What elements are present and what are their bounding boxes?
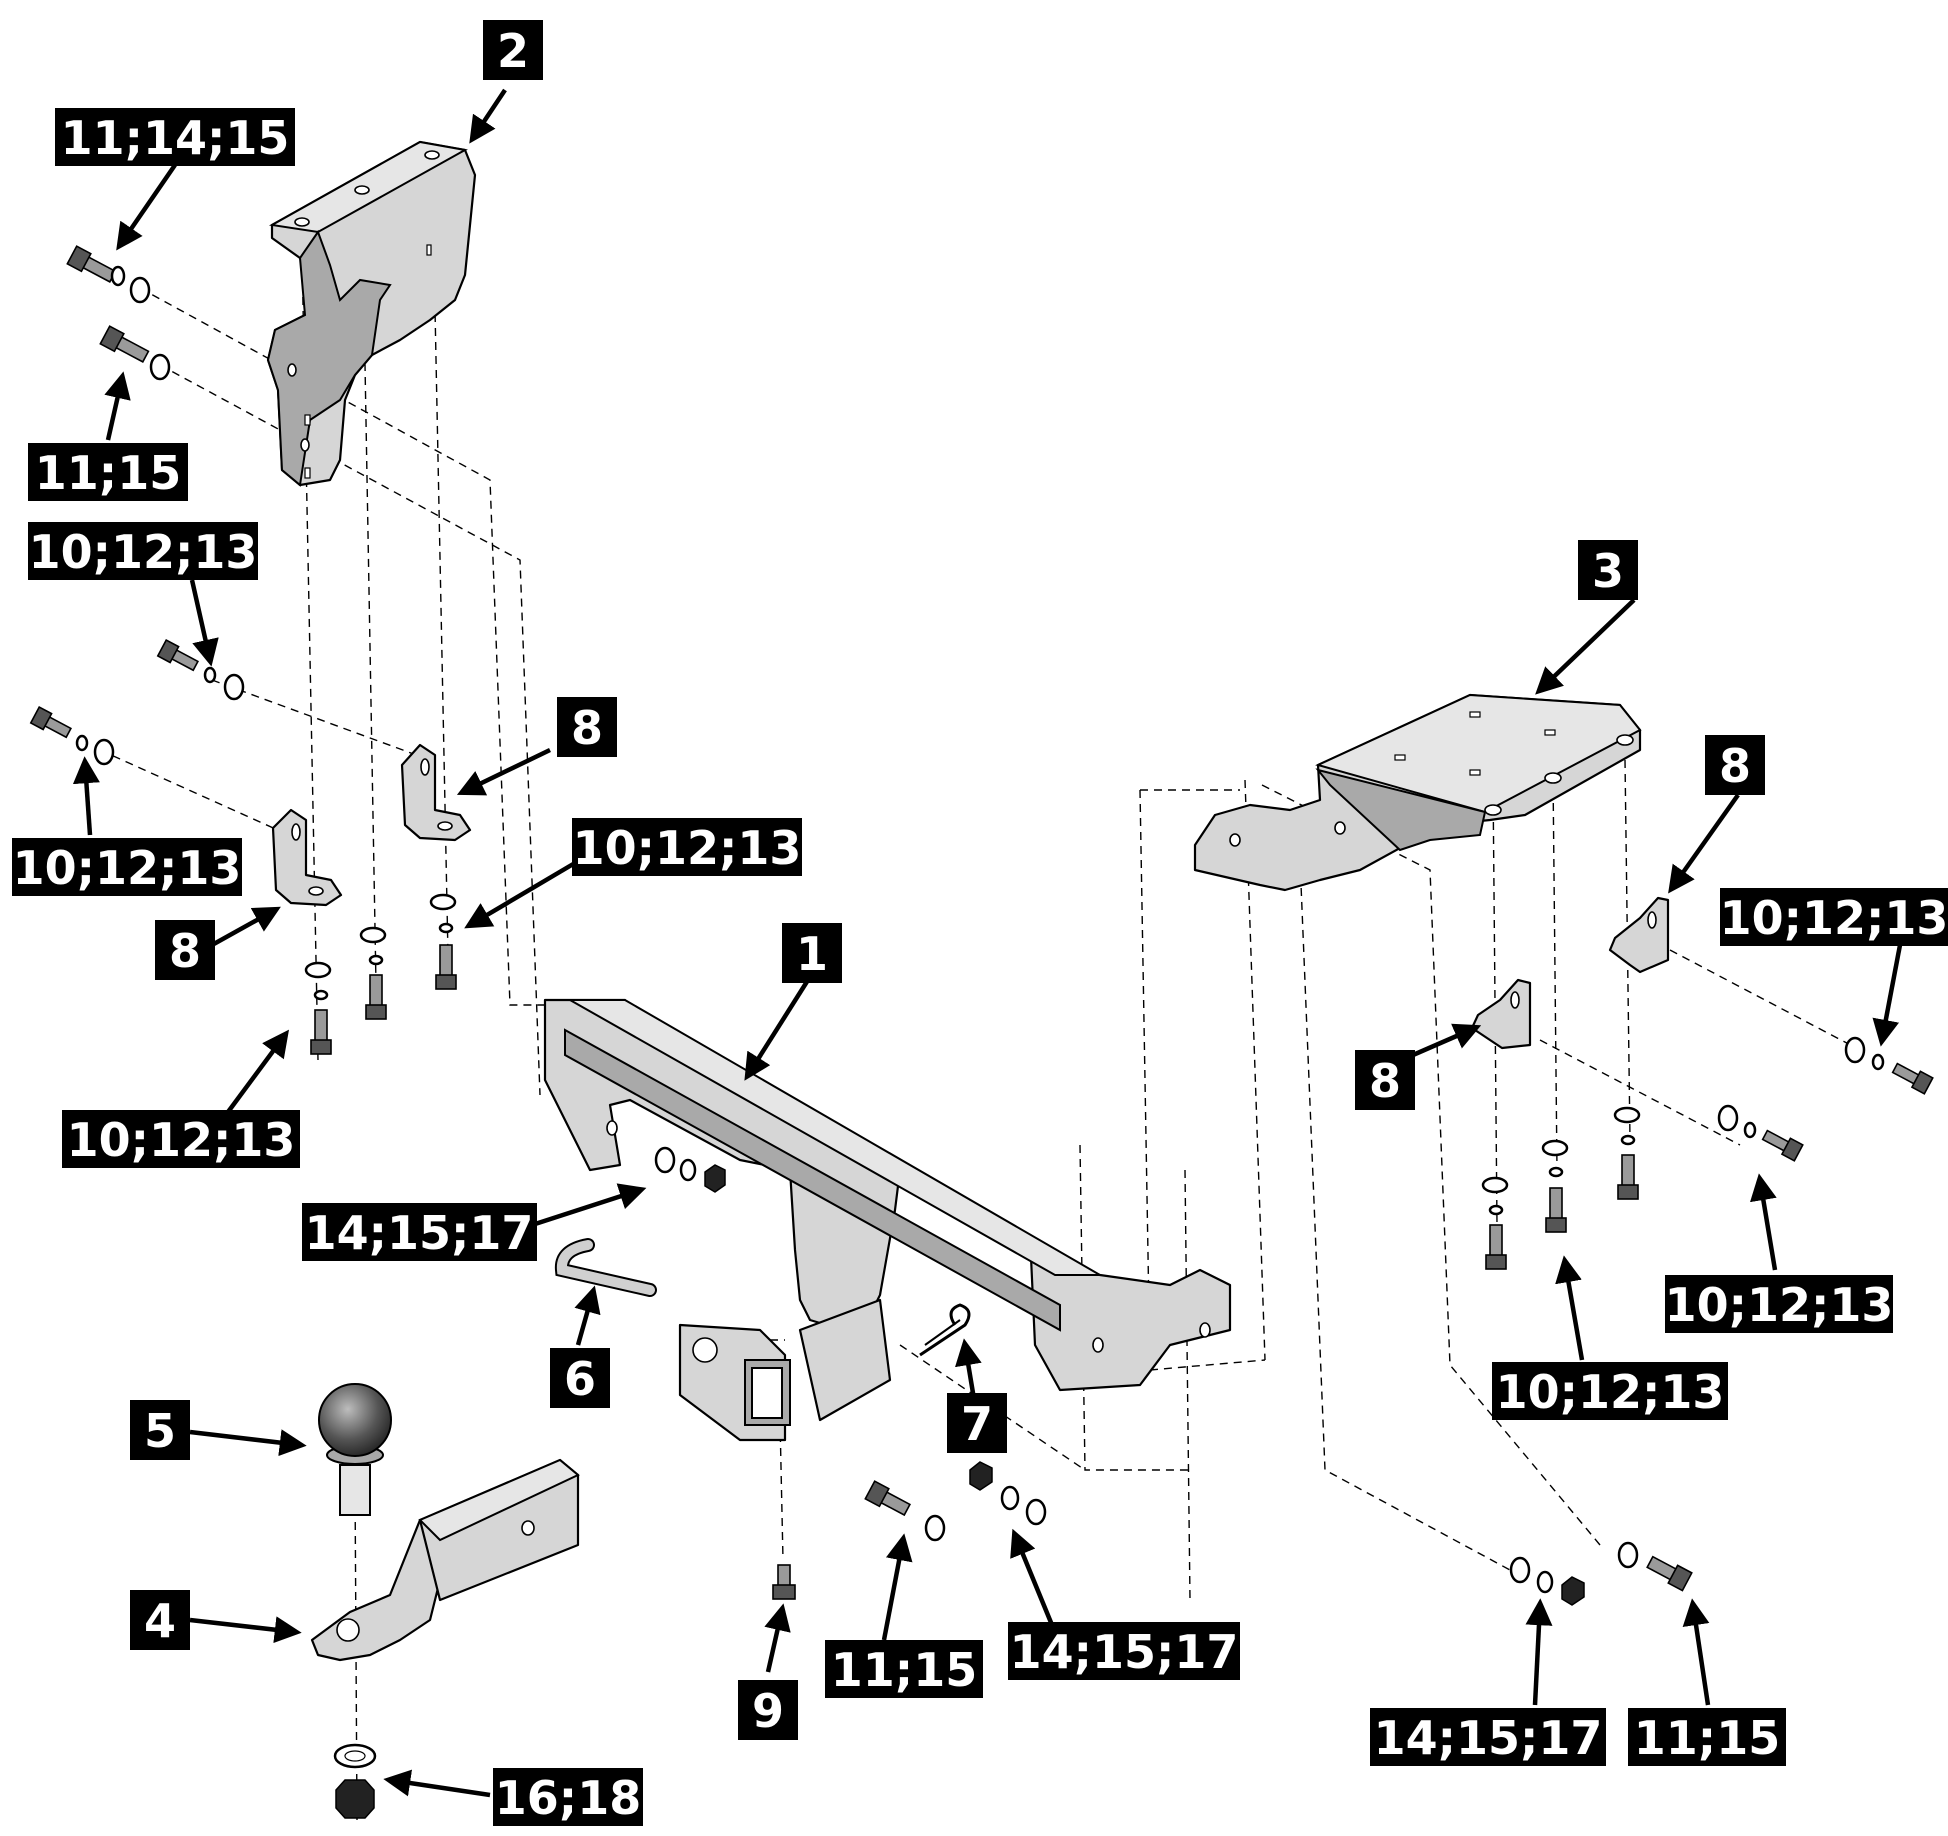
svg-text:8: 8 [1719,739,1751,793]
callout-right-side-bolt-b: 10;12;13 [1665,1275,1894,1333]
main-beam [543,998,1232,1442]
callout-part-9: 9 [738,1680,798,1740]
svg-text:10;12;13: 10;12;13 [1720,891,1948,945]
angle-bracket-d [1470,978,1532,1050]
hitch-clip [919,1303,971,1357]
svg-text:7: 7 [961,1397,993,1451]
callout-part-4: 4 [130,1590,190,1650]
svg-text:11;15: 11;15 [831,1643,977,1697]
callout-left-vertical-bolt-b: 10;12;13 [62,1110,300,1168]
callout-part-8-b: 8 [155,920,215,980]
svg-text:9: 9 [752,1684,784,1738]
svg-text:10;12;13: 10;12;13 [67,1113,296,1167]
svg-text:11;14;15: 11;14;15 [61,111,290,165]
bracket-right [1193,693,1642,892]
callout-bracket2-upper-bolt: 11;14;15 [55,108,295,166]
svg-text:14;15;17: 14;15;17 [1010,1625,1239,1679]
callout-right-side-bolt-a: 10;12;13 [1720,888,1948,946]
fasteners [29,245,1934,1819]
callout-ball-nut: 16;18 [493,1768,643,1826]
callout-part-3: 3 [1578,540,1638,600]
svg-text:16;18: 16;18 [495,1771,641,1825]
svg-text:3: 3 [1592,544,1624,598]
bracket-left [266,140,477,487]
ball-mount [310,1458,580,1662]
svg-text:11;15: 11;15 [1634,1711,1780,1765]
callout-main-right-nut: 14;15;17 [1008,1622,1240,1680]
svg-text:10;12;13: 10;12;13 [13,841,242,895]
callout-part-6: 6 [550,1348,610,1408]
svg-text:8: 8 [1369,1054,1401,1108]
callout-main-right-bolt: 11;15 [825,1640,983,1698]
leader-arrows [72,88,1903,1798]
callout-part-8-c: 8 [1705,735,1765,795]
callout-left-side-bolt-a: 10;12;13 [28,522,258,580]
callout-bracket3-nut: 14;15;17 [1370,1708,1606,1766]
callout-bracket3-bolt: 11;15 [1628,1708,1786,1766]
tow-ball [318,1383,392,1516]
callout-part-1: 1 [782,923,842,983]
angle-bracket-a [400,743,472,842]
svg-text:10;12;13: 10;12;13 [1665,1278,1894,1332]
svg-text:6: 6 [564,1352,596,1406]
svg-text:8: 8 [169,924,201,978]
callout-part-8-a: 8 [557,697,617,757]
svg-text:2: 2 [497,24,529,78]
angle-bracket-b [271,808,343,907]
svg-text:8: 8 [571,701,603,755]
callout-part-5: 5 [130,1400,190,1460]
svg-text:14;15;17: 14;15;17 [1374,1711,1603,1765]
callout-part-7: 7 [947,1393,1007,1453]
svg-text:10;12;13: 10;12;13 [1496,1365,1725,1419]
callout-part-8-d: 8 [1355,1050,1415,1110]
svg-text:14;15;17: 14;15;17 [305,1206,534,1260]
svg-text:11;15: 11;15 [35,446,181,500]
svg-text:5: 5 [144,1404,176,1458]
angle-bracket-c [1608,896,1670,974]
callout-left-vertical-bolt-a: 10;12;13 [572,818,802,876]
svg-text:10;12;13: 10;12;13 [29,525,258,579]
callout-right-vertical-bolt: 10;12;13 [1492,1362,1728,1420]
svg-text:4: 4 [144,1594,176,1648]
callout-bracket2-lower-bolt: 11;15 [28,443,188,501]
svg-text:10;12;13: 10;12;13 [573,821,802,875]
assembly-lines [99,159,1861,1821]
callout-main-left-nut: 14;15;17 [302,1203,537,1261]
callout-part-2: 2 [483,20,543,80]
hitch-pin [554,1238,657,1297]
svg-text:1: 1 [796,927,828,981]
callout-left-side-bolt-b: 10;12;13 [12,838,242,896]
